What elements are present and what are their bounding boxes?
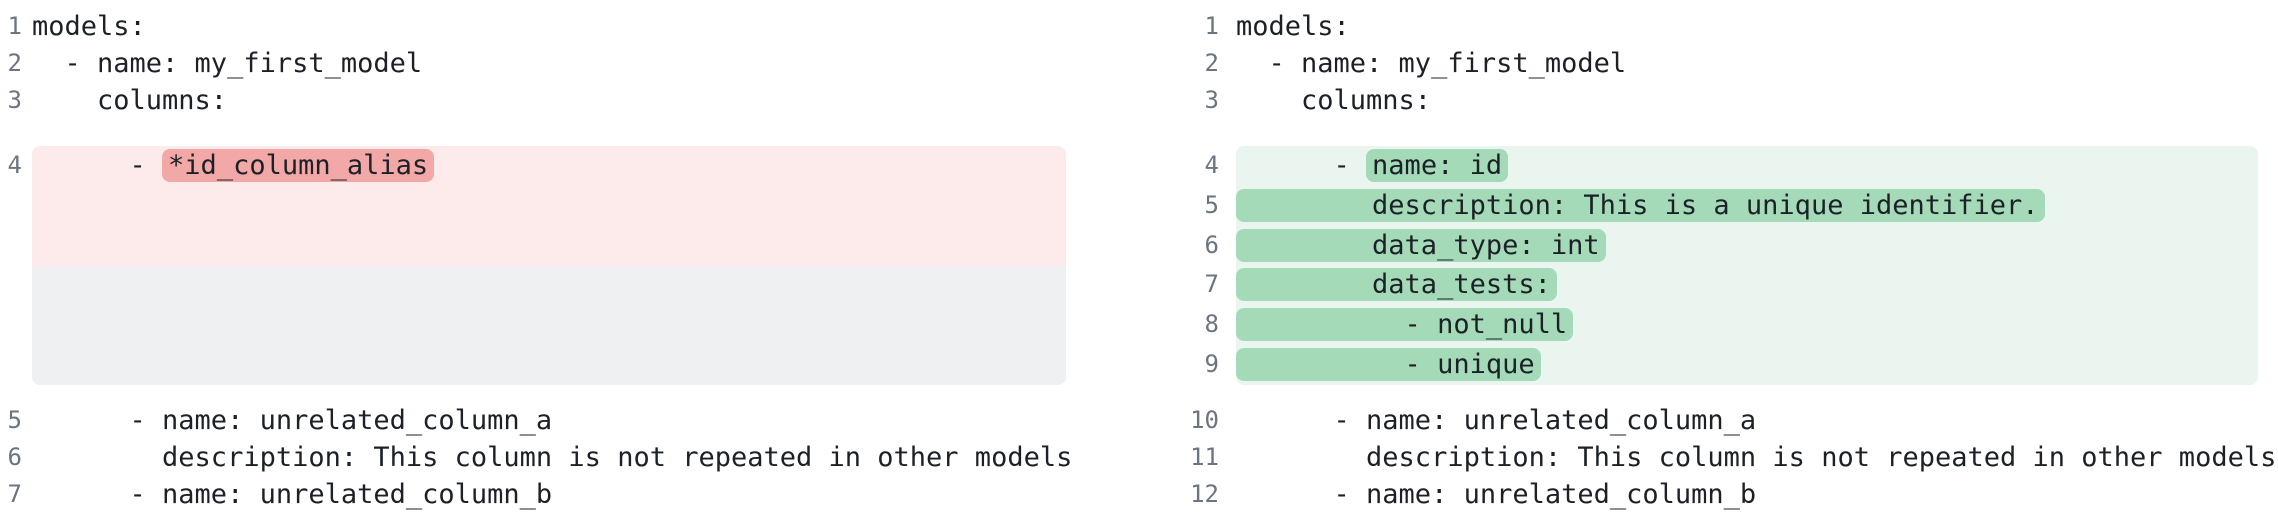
code-text: description: This is a unique identifier… — [1236, 185, 2258, 226]
line-number: 3 — [7, 86, 22, 114]
code-line: 11 description: This column is not repea… — [1139, 439, 2278, 476]
line-number: 6 — [7, 443, 22, 471]
code-line: 2 - name: my_first_model — [1139, 45, 2278, 82]
code-text: models: — [32, 11, 146, 42]
line-number: 6 — [1204, 230, 1219, 259]
code-text: description: This column is not repeated… — [1236, 442, 2277, 473]
code-text: columns: — [32, 85, 228, 116]
line-number: 8 — [1204, 310, 1219, 339]
code-line: 10 - name: unrelated_column_a — [1139, 402, 2278, 439]
line-number: 12 — [1190, 480, 1219, 508]
code-text: models: — [1236, 11, 1350, 42]
line-number: 1 — [7, 12, 22, 40]
code-line: 12 - name: unrelated_column_b — [1139, 476, 2278, 513]
code-text: - not_null — [1236, 305, 2258, 346]
code-text: data_type: int — [1236, 225, 2258, 266]
line-number: 9 — [1204, 350, 1219, 379]
code-text-prefix: - — [1236, 150, 1367, 181]
code-text: - name: id — [1236, 146, 2258, 186]
line-number: 5 — [7, 406, 22, 434]
code-text: - unique — [1236, 345, 2258, 385]
code-line: 6 data_type: int — [1139, 225, 2278, 266]
added-token-highlight: - unique — [1236, 348, 1541, 382]
code-text: - name: unrelated_column_a — [32, 405, 553, 436]
added-token-highlight: - not_null — [1236, 308, 1574, 342]
added-token-highlight: data_type: int — [1236, 228, 1606, 262]
removed-change-block: 4 - *id_column_alias — [0, 146, 1139, 385]
code-text: - name: unrelated_column_b — [32, 479, 553, 510]
code-line: 1 models: — [1139, 8, 2278, 45]
line-number: 11 — [1190, 443, 1219, 471]
code-text-prefix: - — [32, 150, 163, 181]
line-number: 4 — [1204, 151, 1219, 179]
code-line: 7 data_tests: — [1139, 265, 2278, 306]
code-text: - *id_column_alias — [32, 146, 1066, 266]
code-line: 2 - name: my_first_model — [0, 45, 1139, 82]
added-token-highlight: name: id — [1366, 149, 1509, 182]
code-line: 3 columns: — [1139, 82, 2278, 119]
line-number: 5 — [1204, 190, 1219, 219]
code-line: 4 - name: id — [1139, 146, 2278, 186]
code-line: 6 description: This column is not repeat… — [0, 439, 1139, 476]
code-text: data_tests: — [1236, 265, 2258, 306]
code-text: description: This column is not repeated… — [32, 442, 1073, 473]
code-line: 5 description: This is a unique identifi… — [1139, 185, 2278, 226]
code-text: - name: unrelated_column_a — [1236, 405, 1757, 436]
code-text: columns: — [1236, 85, 1432, 116]
code-text: - name: unrelated_column_b — [1236, 479, 1757, 510]
code-line: 9 - unique — [1139, 345, 2278, 385]
line-number: 10 — [1190, 406, 1219, 434]
code-line: 5 - name: unrelated_column_a — [0, 402, 1139, 439]
removed-token-highlight: *id_column_alias — [162, 149, 435, 182]
line-number: 7 — [7, 480, 22, 508]
code-line: 7 - name: unrelated_column_b — [0, 476, 1139, 513]
line-number: 7 — [1204, 270, 1219, 299]
line-number: 4 — [7, 151, 22, 179]
line-number: 2 — [7, 49, 22, 77]
line-number: 2 — [1204, 49, 1219, 77]
code-line: 3 columns: — [0, 82, 1139, 119]
code-text: - name: my_first_model — [32, 48, 423, 79]
added-token-highlight: description: This is a unique identifier… — [1236, 188, 2045, 222]
line-number: 3 — [1204, 86, 1219, 114]
code-text: - name: my_first_model — [1236, 48, 1627, 79]
line-number: 1 — [1204, 12, 1219, 40]
code-line: 4 - *id_column_alias — [0, 146, 1139, 266]
code-line: 8 - not_null — [1139, 305, 2278, 346]
code-line: 1 models: — [0, 8, 1139, 45]
collapsed-filler-block — [32, 265, 1066, 385]
added-token-highlight: data_tests: — [1236, 268, 1557, 302]
